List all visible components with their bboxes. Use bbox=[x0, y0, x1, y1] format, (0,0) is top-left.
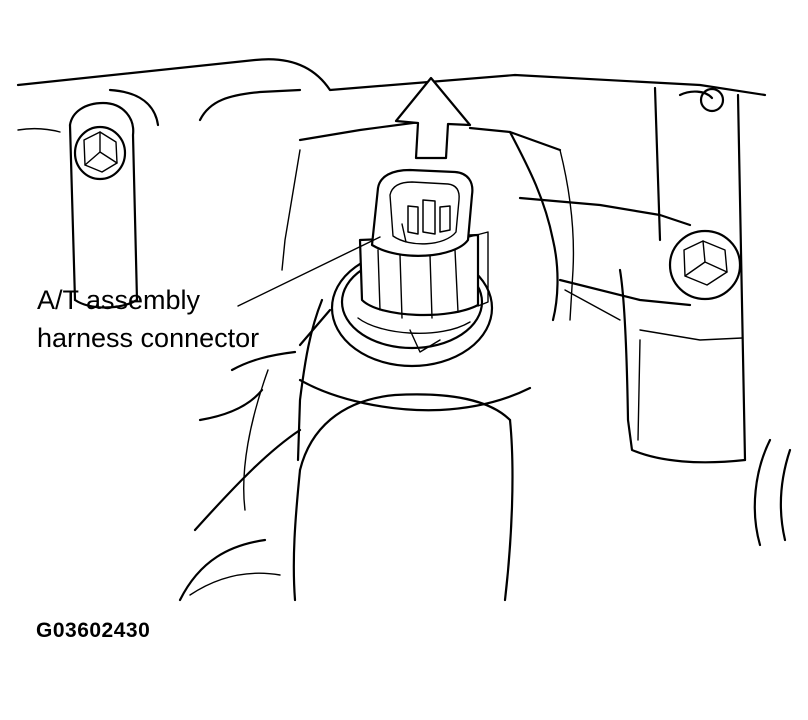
callout-label-line-2: harness connector bbox=[37, 323, 260, 353]
callout-label-line-1: A/T assembly bbox=[37, 285, 201, 315]
bolt-icon bbox=[73, 125, 127, 181]
harness-connector bbox=[330, 168, 494, 368]
up-arrow-icon bbox=[394, 76, 472, 160]
bolt-icon bbox=[668, 229, 742, 301]
figure-code: G03602430 bbox=[36, 619, 151, 642]
callout-leader-line bbox=[237, 236, 381, 307]
transmission-housing bbox=[16, 58, 792, 602]
